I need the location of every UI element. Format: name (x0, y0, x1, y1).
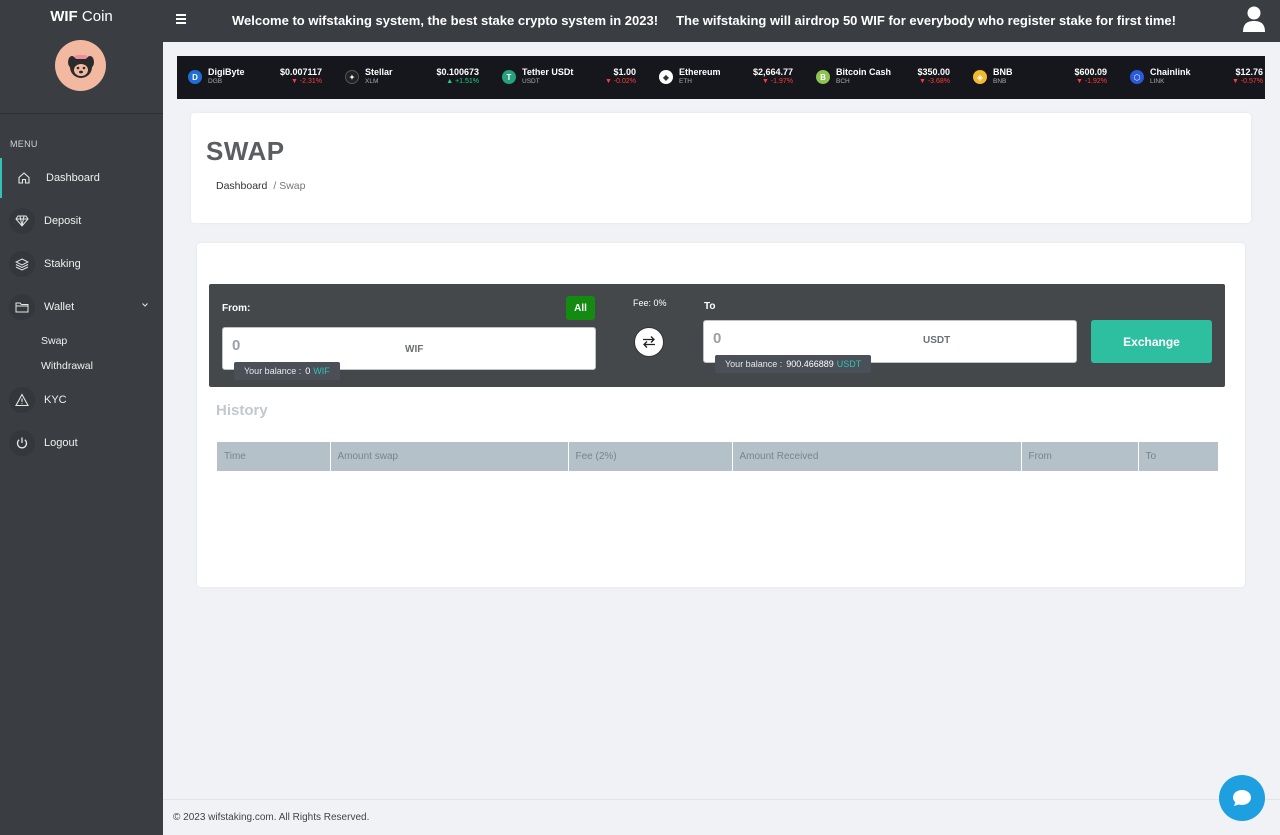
history-table: Time Amount swap Fee (2%) Amount Receive… (217, 442, 1218, 471)
history-title: History (216, 402, 268, 419)
from-currency: WIF (405, 344, 424, 355)
menu-caption: MENU (10, 139, 38, 149)
sidebar-item-label: Staking (44, 258, 81, 270)
column-header-amount-received[interactable]: Amount Received (732, 442, 1022, 471)
dog-avatar-icon (67, 54, 94, 78)
sidebar-item-logout[interactable]: Logout (0, 423, 163, 463)
sidebar-item-label: Logout (44, 437, 78, 449)
ticker-item[interactable]: T Tether USDt USDT $1.00 ▼ -0.02% (491, 56, 648, 99)
sidebar-item-staking[interactable]: Staking (0, 244, 163, 284)
all-button[interactable]: All (566, 296, 595, 320)
sidebar-item-kyc[interactable]: KYC (0, 380, 163, 420)
sidebar: WIF Coin MENU Dashboard Deposit (0, 0, 163, 835)
folder-icon (9, 294, 35, 320)
hamburger-menu-icon[interactable] (176, 14, 186, 26)
to-currency: USDT (923, 335, 951, 346)
diamond-icon (9, 208, 35, 234)
chat-bubble-icon (1233, 790, 1251, 806)
ticker-item[interactable]: ⬡ Chainlink LINK $12.76 ▼ -0.57% (1119, 56, 1265, 99)
chat-button[interactable] (1219, 775, 1265, 821)
brand-logo-text[interactable]: WIF Coin (50, 8, 113, 25)
sidebar-subitem-withdrawal[interactable]: Withdrawal (41, 360, 93, 372)
sidebar-subitem-swap[interactable]: Swap (41, 335, 68, 347)
fee-label: Fee: 0% (633, 298, 667, 308)
swap-panel: From: All Fee: 0% To 0 WIF Your balance … (209, 284, 1225, 387)
column-header-to[interactable]: To (1138, 442, 1218, 471)
to-label: To (704, 301, 716, 312)
swap-direction-button[interactable] (634, 327, 664, 357)
ticker-item[interactable]: B Bitcoin Cash BCH $350.00 ▼ -3.68% (805, 56, 962, 99)
chainlink-coin-icon: ⬡ (1130, 70, 1144, 84)
sidebar-item-label: Wallet (44, 301, 75, 313)
user-profile-icon[interactable] (1242, 5, 1266, 38)
tether-coin-icon: T (502, 70, 516, 84)
table-header-row: Time Amount swap Fee (2%) Amount Receive… (217, 442, 1218, 471)
ticker-item[interactable]: ✦ Stellar XLM $0.100673 ▲ +1.51% (334, 56, 491, 99)
bitcoin-cash-coin-icon: B (816, 70, 830, 84)
breadcrumb: Dashboard / Swap (216, 180, 305, 192)
layers-icon (9, 251, 35, 277)
swap-arrows-icon (643, 336, 655, 348)
avatar (55, 40, 106, 91)
ticker-item[interactable]: ◆ Ethereum ETH $2,664.77 ▼ -1.97% (648, 56, 805, 99)
brand: WIF Coin (0, 0, 163, 114)
bnb-coin-icon: ◈ (973, 70, 987, 84)
chevron-down-icon (142, 303, 148, 307)
sidebar-item-deposit[interactable]: Deposit (0, 201, 163, 241)
sidebar-item-label: KYC (44, 394, 67, 406)
page-title: SWAP (206, 136, 285, 166)
from-label: From: (222, 303, 251, 314)
warning-icon (9, 387, 35, 413)
sidebar-item-dashboard[interactable]: Dashboard (0, 158, 163, 198)
exchange-button[interactable]: Exchange (1091, 320, 1212, 363)
column-header-fee[interactable]: Fee (2%) (568, 442, 733, 471)
column-header-amount-swap[interactable]: Amount swap (330, 442, 569, 471)
announcement-marquee: Welcome to wifstaking system, the best s… (232, 13, 1176, 28)
swap-card: From: All Fee: 0% To 0 WIF Your balance … (197, 243, 1245, 587)
sidebar-item-wallet[interactable]: Wallet (0, 287, 163, 327)
column-header-from[interactable]: From (1021, 442, 1139, 471)
breadcrumb-current: / Swap (273, 180, 306, 192)
ticker-item[interactable]: ◈ BNB BNB $600.09 ▼ -1.92% (962, 56, 1119, 99)
ticker-item[interactable]: D DigiByte DGB $0.007117 ▼ -2.31% (177, 56, 334, 99)
copyright-text: © 2023 wifstaking.com. All Rights Reserv… (173, 812, 370, 823)
home-icon (11, 165, 37, 191)
power-icon (9, 430, 35, 456)
top-header: Welcome to wifstaking system, the best s… (163, 0, 1280, 42)
column-header-time[interactable]: Time (217, 442, 331, 471)
to-amount-input[interactable]: 0 USDT (703, 320, 1077, 363)
sidebar-item-label: Dashboard (46, 172, 100, 184)
digibyte-coin-icon: D (188, 70, 202, 84)
breadcrumb-home-link[interactable]: Dashboard (216, 180, 268, 192)
ethereum-coin-icon: ◆ (659, 70, 673, 84)
stellar-coin-icon: ✦ (345, 70, 359, 84)
sidebar-item-label: Deposit (44, 215, 82, 227)
footer: © 2023 wifstaking.com. All Rights Reserv… (163, 799, 1280, 835)
page-header-card: SWAP Dashboard / Swap (191, 113, 1251, 223)
price-ticker: D DigiByte DGB $0.007117 ▼ -2.31% ✦ Stel… (177, 56, 1265, 99)
